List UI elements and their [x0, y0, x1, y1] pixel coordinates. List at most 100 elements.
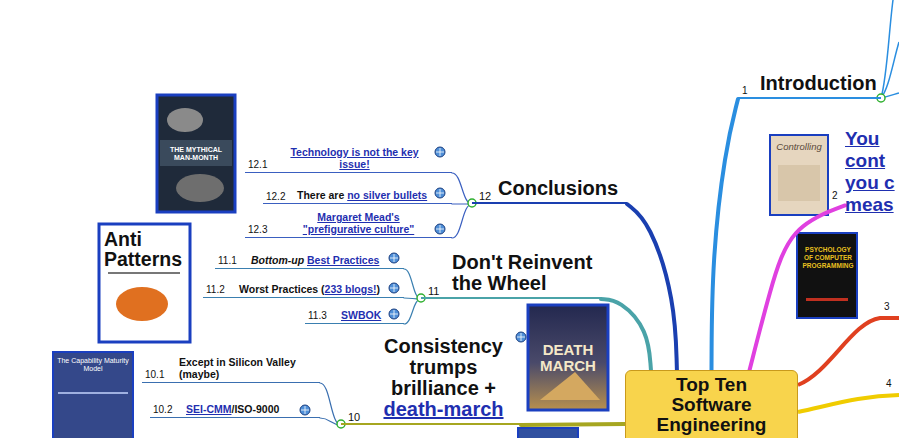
book-picture [778, 165, 820, 201]
book-picture [176, 174, 224, 202]
link-icon-globe [389, 309, 399, 319]
topic-text: Top Ten Software Engineering [636, 375, 787, 435]
link-icon-globe [435, 188, 445, 198]
callout-number: 1 [742, 85, 748, 97]
book-cover [528, 305, 608, 410]
topic-node: Bottom-up Best Practices [215, 254, 404, 269]
topic-node: Conclusions [472, 178, 627, 204]
topic-node: Except in Silicon Valley (maybe) [142, 356, 320, 383]
hyperlink-text: no silver bullets [347, 189, 427, 201]
link-icon-globe [389, 283, 399, 293]
link-icon-grid [436, 189, 444, 197]
branch-line [798, 318, 899, 385]
topic-text: Conclusions [498, 178, 623, 199]
hyperlink-text: 233 blogs! [325, 283, 377, 295]
text-run: ) [377, 283, 381, 295]
book-stripe [806, 298, 848, 301]
book-title: Controlling [772, 141, 826, 152]
hyperlink-text: Technology is not the key issue! [290, 146, 418, 170]
link-icon-globe [300, 405, 310, 415]
link-icon [435, 224, 445, 234]
link-icon [389, 283, 399, 293]
branch-connector [627, 204, 677, 370]
book-picture [116, 287, 168, 321]
link-icon-globe [516, 332, 526, 342]
topic-node: There are no silver bullets [263, 189, 452, 204]
topic-text: Bottom-up Best Practices [251, 254, 387, 266]
topic-node: Technology is not the key issue! [245, 146, 452, 173]
link-icon [516, 332, 526, 342]
callout-number: 10.1 [145, 369, 164, 381]
topic-node: SEI-CMM/ISO-9000 [150, 403, 320, 418]
link-icon-globe [435, 224, 445, 234]
link-icon-grid [390, 310, 398, 318]
link-icon-grid [436, 225, 444, 233]
link-icon [300, 405, 310, 415]
topic-node: Don't Reinvent the Wheel [421, 252, 601, 299]
text-run: Top Ten Software Engineering [657, 374, 767, 435]
hyperlink-text: You cont you c meas [845, 128, 895, 215]
callout-number: 4 [886, 378, 892, 390]
link-icon-grid [517, 333, 525, 341]
branch-line [881, 0, 893, 98]
branch-connector [452, 204, 472, 238]
topic-text: Except in Silicon Valley (maybe) [179, 356, 316, 380]
text-run: /ISO-9000 [232, 403, 280, 415]
link-icon-globe [435, 147, 445, 157]
hyperlink-text: SWBOK [341, 309, 381, 321]
branch-connector [712, 99, 739, 370]
central-topic: Top Ten Software Engineering [625, 370, 798, 438]
hyperlink-text: Margaret Mead's "prefigurative culture" [303, 211, 414, 235]
callout-number: 12 [479, 190, 491, 202]
callout-number: 10 [348, 411, 360, 423]
hyperlink-text: death-march [383, 398, 503, 420]
text-run: Bottom-up [251, 254, 304, 266]
topic-text: Consistency trumps brilliance + death-ma… [371, 336, 516, 420]
link-icon [435, 147, 445, 157]
topic-text: Don't Reinvent the Wheel [452, 252, 601, 294]
topic-text: Technology is not the key issue! [277, 146, 432, 170]
text-run: Don't Reinvent the Wheel [452, 251, 592, 294]
book-title: The Capability Maturity Model [57, 357, 129, 373]
link-icon [389, 309, 399, 319]
link-icon-grid [390, 284, 398, 292]
callout-number: 11.3 [308, 310, 327, 322]
link-icon-grid [390, 254, 398, 262]
book-picture [540, 372, 600, 400]
hyperlink-text: SEI-CMM [186, 403, 232, 415]
book-cover [53, 352, 133, 438]
branch-line [881, 42, 899, 98]
topic-node: Introduction [738, 73, 881, 99]
link-icon-grid [436, 148, 444, 156]
book-title: PSYCHOLOGY OF COMPUTER PROGRAMMING [800, 246, 856, 270]
branch-connector [521, 424, 625, 425]
text-run: Worst Practices ( [239, 283, 325, 295]
book-band [160, 140, 232, 166]
branch-connector [320, 383, 341, 425]
topic-text: SEI-CMM/ISO-9000 [186, 403, 298, 415]
link-icon-globe [389, 253, 399, 263]
topic-text: Margaret Mead's "prefigurative culture" [285, 211, 432, 235]
text-run: Except in Silicon Valley (maybe) [179, 356, 296, 380]
book-title: THE MYTHICAL MAN-MONTH [161, 146, 231, 162]
topic-text: Introduction [760, 73, 881, 94]
topic-node: Consistency trumps brilliance + death-ma… [341, 336, 521, 425]
topic-node: You cont you c meas [845, 128, 897, 216]
callout-number: 11.1 [218, 255, 237, 267]
callout-number: 3 [884, 301, 890, 313]
callout-number: 12.2 [266, 191, 285, 203]
topic-text: Worst Practices (233 blogs!) [239, 283, 387, 295]
book-cover [157, 95, 235, 212]
callout-number: 12.1 [248, 159, 267, 171]
text-run: There are [297, 189, 347, 201]
book-cover [518, 428, 578, 438]
branch-connector [750, 205, 845, 370]
text-run: Introduction [760, 72, 877, 94]
text-run [304, 254, 307, 266]
link-icon [435, 188, 445, 198]
book-title: DEATH MARCH [531, 342, 605, 374]
callout-number: 2 [832, 190, 838, 202]
hyperlink-text: Best Practices [307, 254, 379, 266]
book-title: Anti Patterns [104, 229, 188, 269]
